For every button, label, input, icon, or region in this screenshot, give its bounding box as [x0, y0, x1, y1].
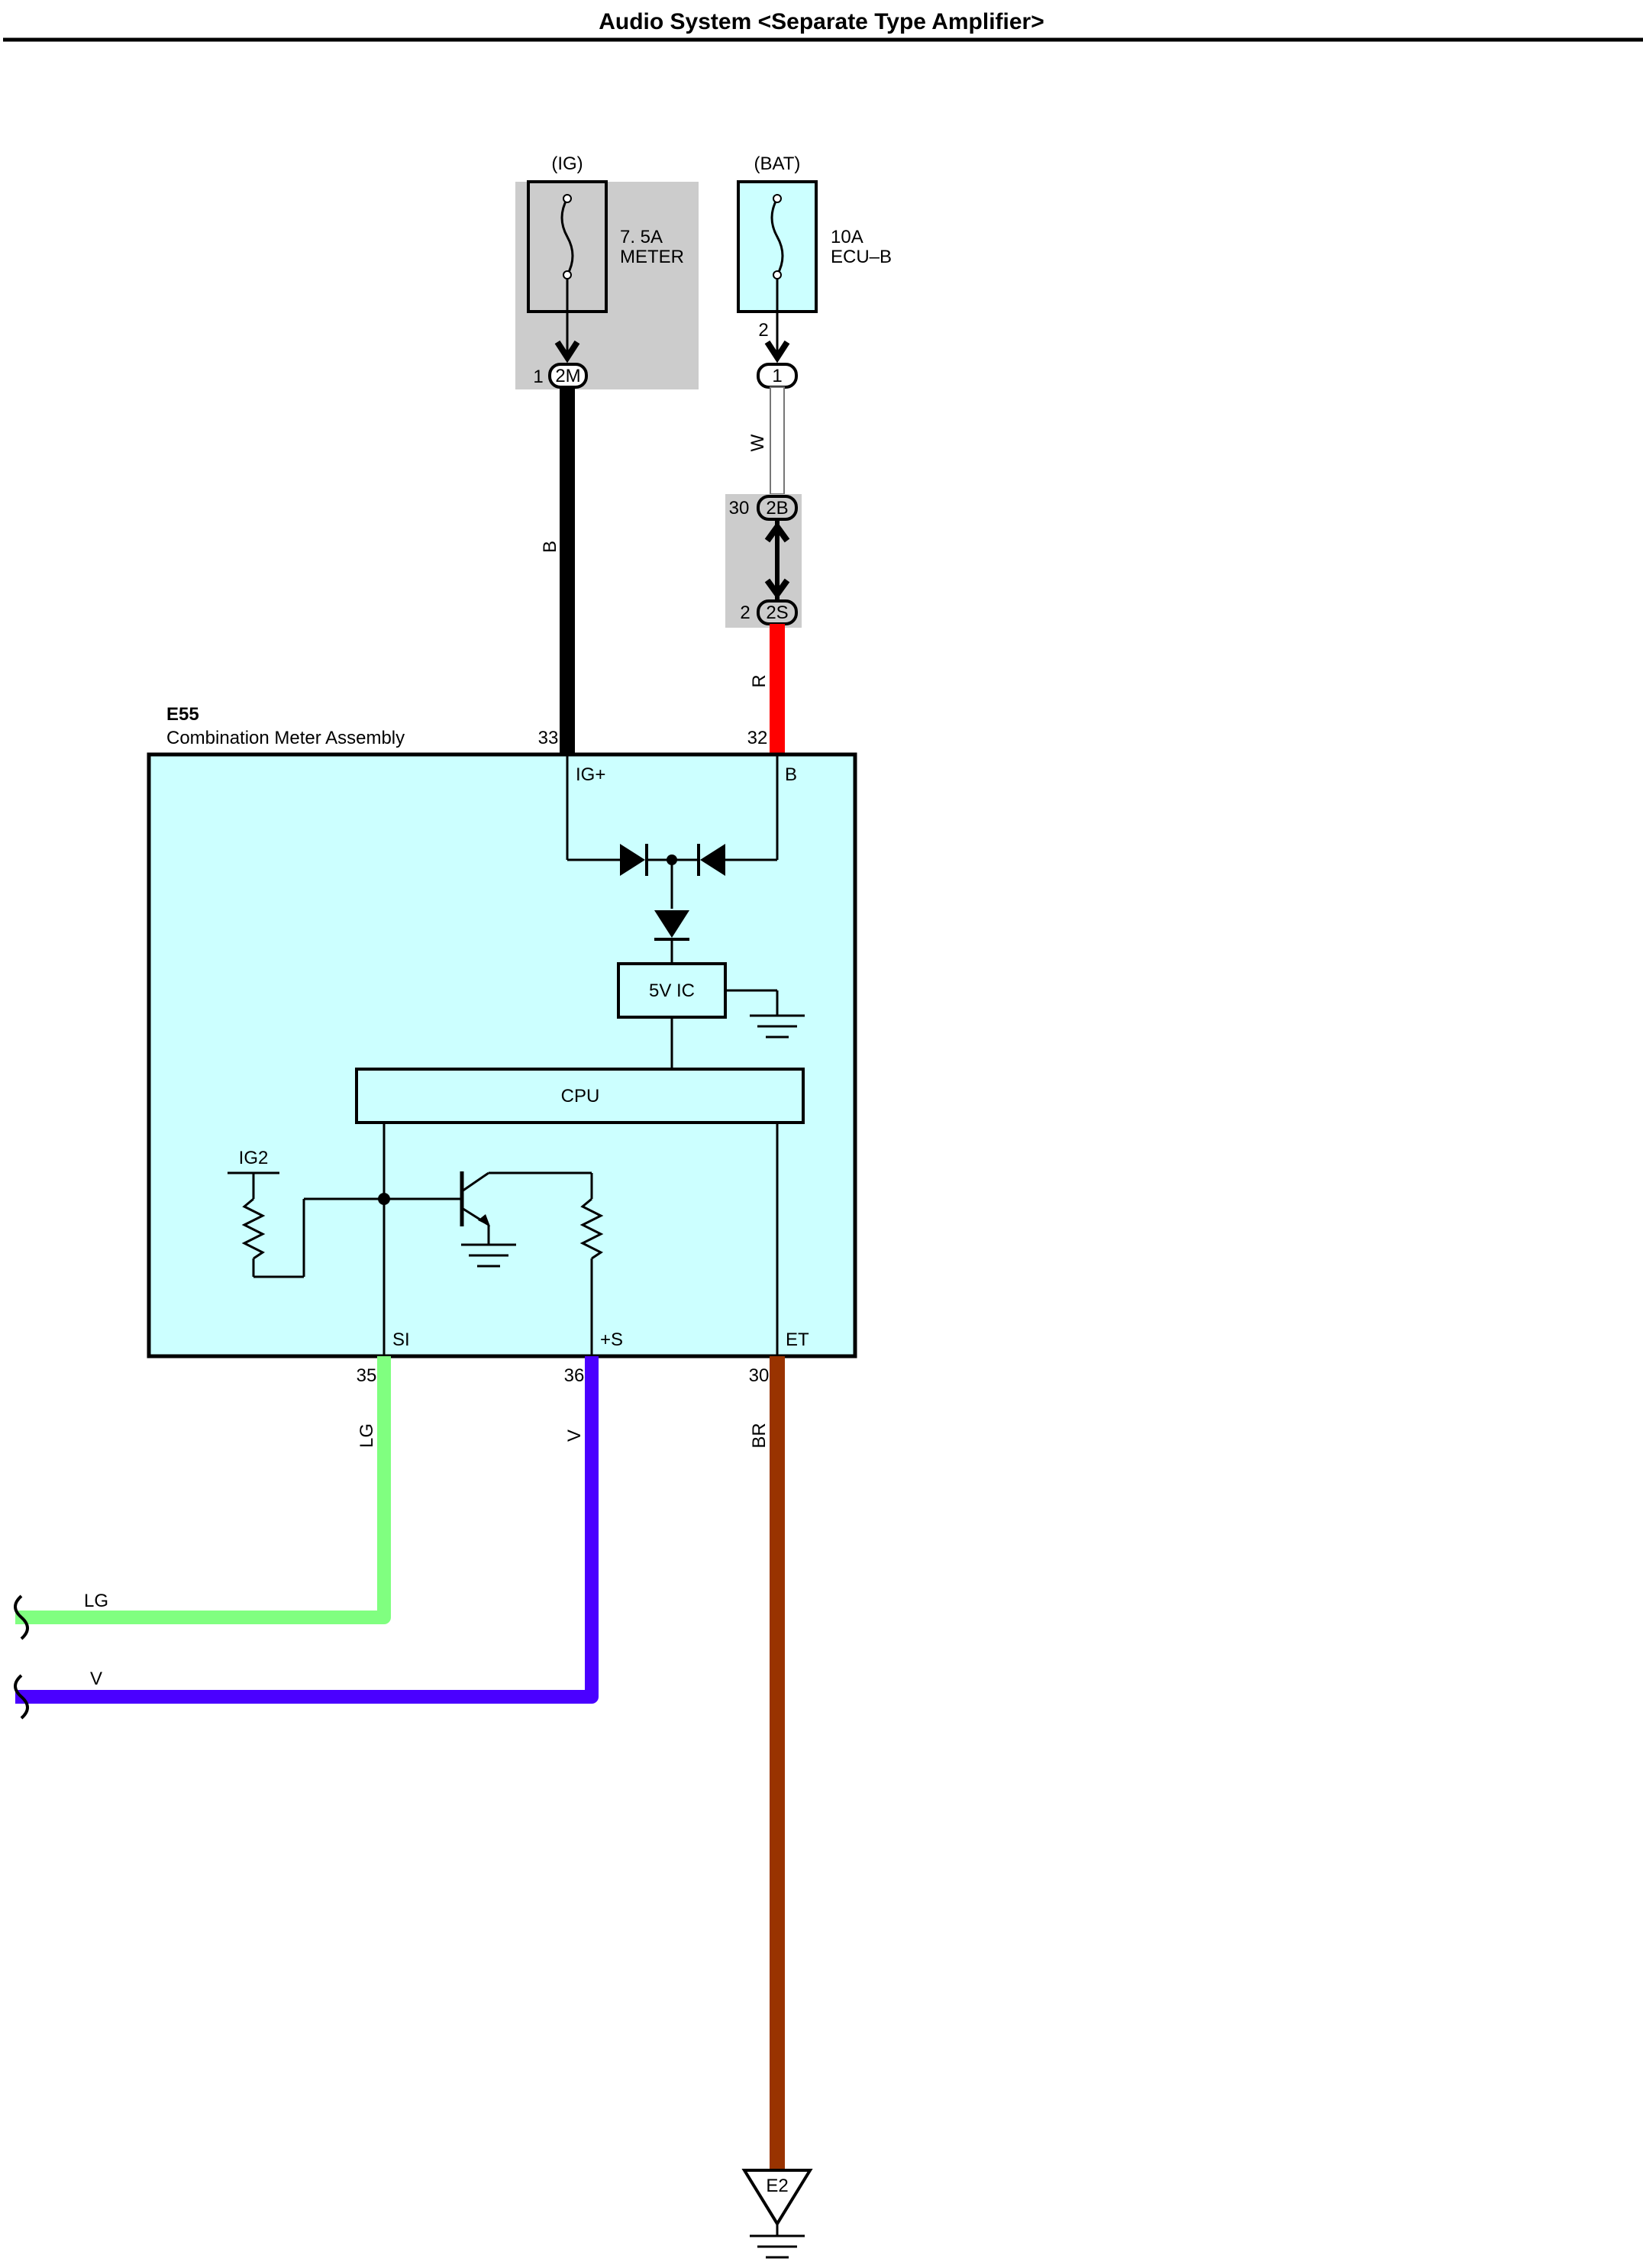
si-junction-dot: [378, 1193, 390, 1205]
transistor-emitter-arrow: [478, 1214, 490, 1226]
off-page-lg-label: LG: [84, 1591, 108, 1611]
pin-number-b: 32: [747, 728, 768, 748]
junction-up-arrow: [764, 522, 790, 543]
bat-fuse-icon: [770, 198, 784, 276]
ig-fuse-name: METER: [620, 247, 684, 267]
transistor-ground-icon: [461, 1243, 516, 1268]
diode-junction-dot: [667, 855, 677, 865]
bat-fuse-group: (BAT) 10A ECU–B 2 1: [737, 153, 892, 389]
ig-source-label: (IG): [551, 153, 583, 174]
bat-connector-id: 1: [772, 366, 782, 386]
ig2-label: IG2: [239, 1148, 269, 1168]
et-wire-color-code: BR: [749, 1423, 770, 1448]
page-title: Audio System <Separate Type Amplifier>: [599, 9, 1044, 34]
bat-upper-wire-color-code: W: [747, 434, 768, 451]
pin-label-plus-s: +S: [600, 1329, 623, 1350]
ig-fuse-rating: 7. 5A: [620, 227, 663, 247]
junction-connector: 30 2B 2 2S: [725, 494, 802, 628]
bat-lower-wire-color-code: R: [749, 674, 770, 687]
cpu-label: CPU: [561, 1086, 600, 1107]
pin-label-et: ET: [786, 1329, 809, 1350]
ground-triangle-icon: [741, 2169, 813, 2227]
pin-number-ig-plus: 33: [538, 728, 559, 748]
plus-s-wire: [15, 1356, 599, 1704]
off-page-v-break-icon: [14, 1674, 29, 1720]
bat-connector-arrow: [764, 340, 790, 363]
pin-label-b: B: [785, 764, 797, 785]
pin-label-si: SI: [392, 1329, 410, 1350]
ig-wire-color-code: B: [540, 541, 560, 553]
junction-lower-connector: 2S: [766, 603, 788, 623]
pin-label-ig-plus: IG+: [576, 764, 605, 785]
junction-upper-connector: 2B: [766, 498, 788, 519]
power-diode-network: [566, 754, 779, 964]
ground-label: E2: [766, 2176, 788, 2196]
si-wire-color-code: LG: [357, 1423, 377, 1448]
ig-fuse-group: (IG) 7. 5A METER 1 2M: [515, 153, 699, 389]
component-id: E55: [166, 704, 199, 725]
component-name: Combination Meter Assembly: [166, 728, 405, 748]
cpu-io-network: [228, 1123, 779, 1356]
diode-down-icon: [654, 910, 689, 938]
pin-number-si: 35: [357, 1365, 377, 1386]
regulator-label: 5V IC: [649, 981, 695, 1001]
combination-meter-box: [147, 752, 857, 1359]
ig-connector-arrow: [554, 340, 580, 363]
bat-fuse-name: ECU–B: [831, 247, 892, 267]
junction-down-arrow: [764, 578, 790, 599]
diode-ig-icon: [620, 844, 645, 876]
ig-pin-number: 1: [533, 367, 543, 387]
off-page-lg-break-icon: [14, 1594, 29, 1640]
plus-s-wire-color-code: V: [564, 1430, 585, 1442]
ig-fuse-icon: [560, 198, 574, 276]
bat-fuse-rating: 10A: [831, 227, 863, 247]
bat-source-label: (BAT): [754, 153, 801, 174]
junction-lower-pin: 2: [740, 603, 750, 623]
ig-connector-id: 2M: [555, 366, 580, 386]
pin-number-et: 30: [749, 1365, 770, 1386]
regulator-ground-icon: [750, 1014, 805, 1039]
pin-number-plus-s: 36: [564, 1365, 585, 1386]
bat-upper-wire: [770, 386, 785, 495]
si-wire: [15, 1356, 391, 1624]
bat-fuse-pin: 2: [758, 320, 768, 341]
diode-b-icon: [700, 844, 725, 876]
junction-upper-pin: 30: [729, 498, 750, 519]
off-page-v-label: V: [90, 1669, 102, 1689]
cpu-box: [355, 1068, 805, 1124]
ground-symbol-icon: [750, 2234, 805, 2259]
